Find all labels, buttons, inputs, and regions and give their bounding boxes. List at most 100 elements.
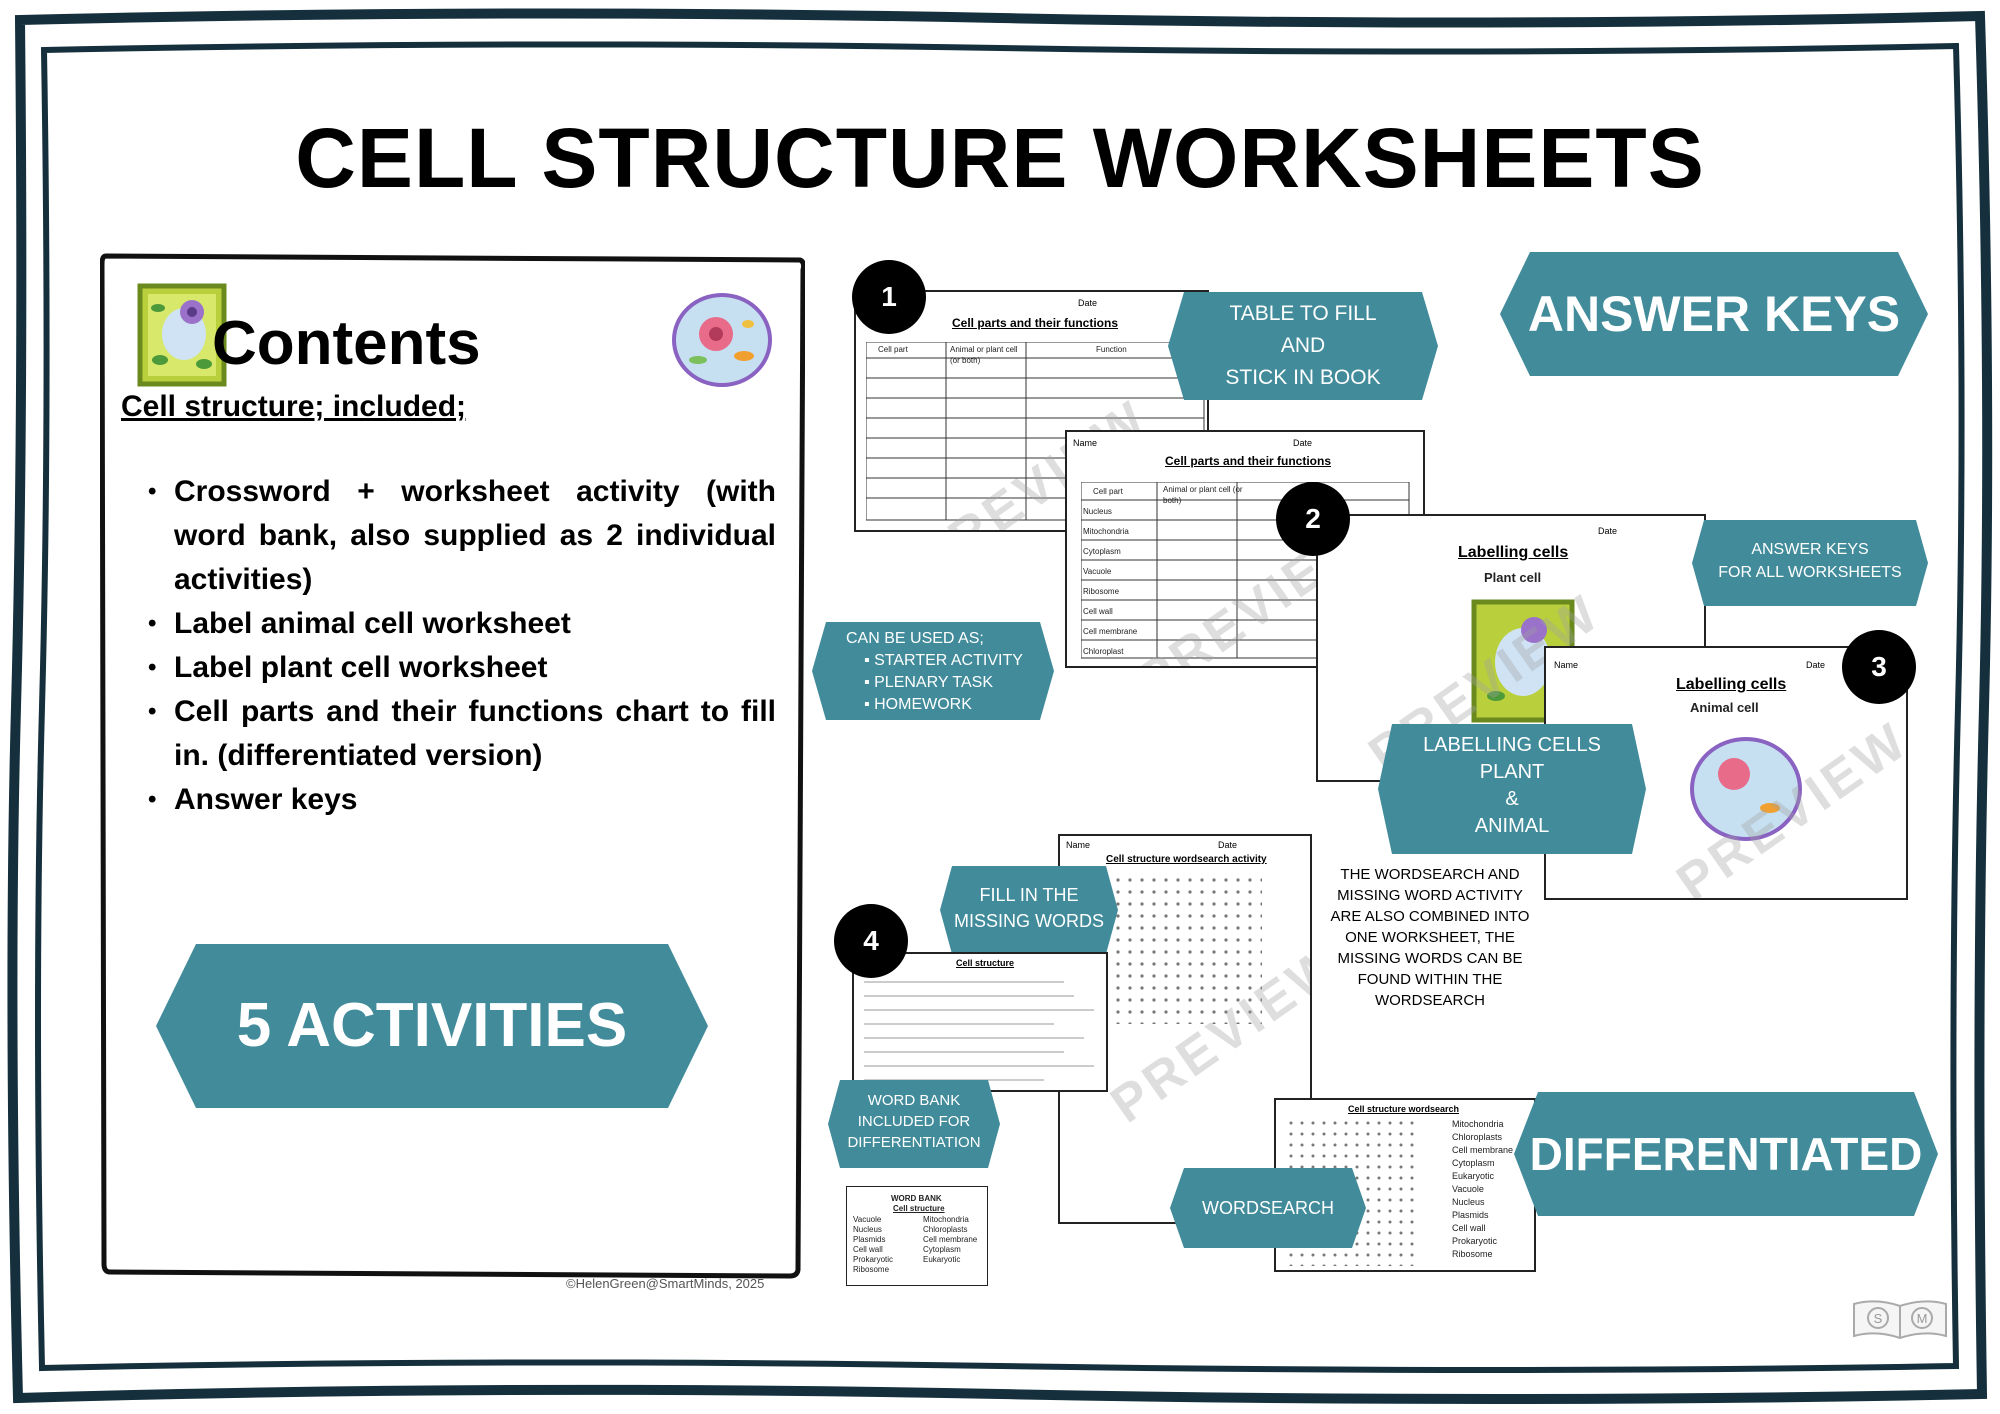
wordsearch-word: Mitochondria <box>1452 1119 1504 1129</box>
labelling-badge <box>1378 724 1646 854</box>
activities-label: 5 ACTIVITIES <box>236 991 628 1061</box>
table-fill-badge <box>1168 292 1438 400</box>
table-row: Chloroplast <box>1083 647 1124 656</box>
word-bank-word: Eukaryotic <box>923 1255 961 1264</box>
answer-keys-all-badge <box>1692 520 1928 606</box>
table-row: Cell membrane <box>1083 627 1138 636</box>
name-label: Name <box>1066 840 1091 850</box>
contents-item: Answer keys <box>148 778 776 822</box>
table-row: Vacuole <box>1083 567 1112 576</box>
badge-line: LABELLING CELLS <box>1423 734 1601 756</box>
animal-cell-diagram <box>1690 737 1802 841</box>
word-bank-word: Cell wall <box>853 1245 883 1254</box>
word-bank-label: WORD BANK INCLUDED FOR DIFFERENTIATION <box>828 1090 1000 1153</box>
badge-line: & <box>1505 788 1519 810</box>
table-row: Mitochondria <box>1083 527 1129 536</box>
word-bank-word: Plasmids <box>853 1235 886 1244</box>
differentiated-label: DIFFERENTIATED <box>1529 1127 1923 1180</box>
worksheet-title: Cell structure wordsearch <box>1348 1104 1460 1114</box>
usage-item-text: PLENARY TASK <box>874 674 993 691</box>
badge-line: STICK IN BOOK <box>1225 366 1381 389</box>
word-bank-word: Mitochondria <box>923 1215 969 1224</box>
contents-list: Crossword + worksheet activity (with wor… <box>148 470 776 822</box>
word-bank-badge <box>828 1080 1000 1168</box>
badge-line: FOR ALL WORKSHEETS <box>1718 564 1902 581</box>
word-bank-word: Prokaryotic <box>853 1255 894 1264</box>
wordsearch-word: Vacuole <box>1452 1184 1484 1194</box>
usage-label: CAN BE USED AS; ▪ STARTER ACTIVITY ▪ PLE… <box>846 628 1046 716</box>
word-bank-col2: Mitochondria Chloroplasts Cell membrane … <box>923 1215 977 1265</box>
step-number-2: 2 <box>1276 482 1350 556</box>
badge-line: FILL IN THE <box>979 885 1079 905</box>
worksheet-missing-words: Cell structure <box>852 952 1108 1092</box>
wordsearch-label: WORDSEARCH <box>1201 1197 1334 1218</box>
combined-note: THE WORDSEARCH AND MISSING WORD ACTIVITY… <box>1330 866 1530 1009</box>
badge-line: TABLE TO FILL <box>1229 302 1377 325</box>
wordsearch-word: Cytoplasm <box>1452 1158 1495 1168</box>
plant-cell-icon <box>137 283 227 387</box>
differentiated-badge <box>1514 1092 1938 1216</box>
wordsearch-grid <box>1112 874 1262 1024</box>
worksheet-subtitle: Animal cell <box>1690 700 1759 715</box>
answer-keys-all-label: ANSWER KEYS FOR ALL WORKSHEETS <box>1692 538 1928 584</box>
word-bank-col1: Vacuole Nucleus Plasmids Cell wall Proka… <box>853 1215 893 1275</box>
step-number-3: 3 <box>1842 630 1916 704</box>
column-header: Function <box>1096 345 1127 354</box>
column-header: Animal or plant cell (or both) <box>950 345 1018 365</box>
contents-heading: Contents <box>212 309 481 378</box>
animal-cell-icon <box>672 293 772 387</box>
wordsearch-word: Eukaryotic <box>1452 1171 1495 1181</box>
copyright-text: ©HelenGreen@SmartMinds, 2025 <box>566 1276 765 1291</box>
usage-heading: CAN BE USED AS; <box>846 630 984 647</box>
badge-line: WORD BANK <box>867 1092 961 1109</box>
word-bank-subtitle: Cell structure <box>893 1204 945 1213</box>
activities-badge <box>156 944 708 1108</box>
wordsearch-word: Prokaryotic <box>1452 1236 1498 1246</box>
word-bank-word: Ribosome <box>853 1265 890 1274</box>
contents-item: Cell parts and their functions chart to … <box>148 690 776 778</box>
wordsearch-word: Plasmids <box>1452 1210 1489 1220</box>
wordsearch-word: Chloroplasts <box>1452 1132 1503 1142</box>
book-logo-icon: S M <box>1853 1300 1947 1340</box>
usage-item-text: HOMEWORK <box>874 696 972 713</box>
badge-line: ANSWER KEYS <box>1751 541 1869 558</box>
worksheet-title: Cell structure wordsearch activity <box>1106 854 1267 865</box>
contents-item: Label animal cell worksheet <box>148 602 776 646</box>
badge-line: INCLUDED FOR <box>857 1113 971 1130</box>
answer-keys-label: ANSWER KEYS <box>1527 285 1901 342</box>
word-bank-card: WORD BANK Cell structure Vacuole Nucleus… <box>846 1186 988 1286</box>
contents-item: Crossword + worksheet activity (with wor… <box>148 470 776 602</box>
word-bank-title: WORD BANK <box>891 1194 942 1203</box>
contents-subheading: Cell structure; included; <box>121 390 467 423</box>
badge-line: AND <box>1280 334 1326 357</box>
column-header: Cell part <box>1093 487 1123 496</box>
table-row: Cell wall <box>1083 607 1113 616</box>
usage-item: ▪ PLENARY TASK <box>864 674 993 691</box>
worksheet-title: Cell structure <box>956 958 1015 968</box>
name-label: Name <box>1554 660 1579 670</box>
wordsearch-word: Nucleus <box>1452 1197 1485 1207</box>
table-row: Nucleus <box>1083 507 1112 516</box>
page-title: CELL STRUCTURE WORKSHEETS <box>295 111 1705 205</box>
badge-line: MISSING WORDS <box>953 911 1104 931</box>
worksheet-title: Labelling cells <box>1676 676 1787 693</box>
word-bank-word: Cytoplasm <box>923 1245 961 1254</box>
table-row: Cytoplasm <box>1083 547 1121 556</box>
date-label: Date <box>1218 840 1238 850</box>
usage-badge <box>812 622 1054 720</box>
table-fill-label: TABLE TO FILL AND STICK IN BOOK <box>1168 298 1438 394</box>
usage-item-text: STARTER ACTIVITY <box>874 652 1023 669</box>
contents-item: Label plant cell worksheet <box>148 646 776 690</box>
labelling-label: LABELLING CELLS PLANT & ANIMAL <box>1378 732 1646 840</box>
worksheet-title: Labelling cells <box>1458 544 1569 561</box>
date-label: Date <box>1598 526 1618 536</box>
fill-missing-label: FILL IN THE MISSING WORDS <box>940 882 1118 934</box>
wordsearch-word: Cell wall <box>1452 1223 1486 1233</box>
worksheet-title: Cell parts and their functions <box>952 316 1119 330</box>
answer-keys-badge <box>1500 252 1928 376</box>
wordsearch-word-list: Mitochondria Chloroplasts Cell membrane … <box>1452 1118 1513 1261</box>
wordsearch-badge <box>1170 1168 1366 1248</box>
word-bank-word: Nucleus <box>853 1225 882 1234</box>
date-label: Date <box>1293 438 1313 448</box>
